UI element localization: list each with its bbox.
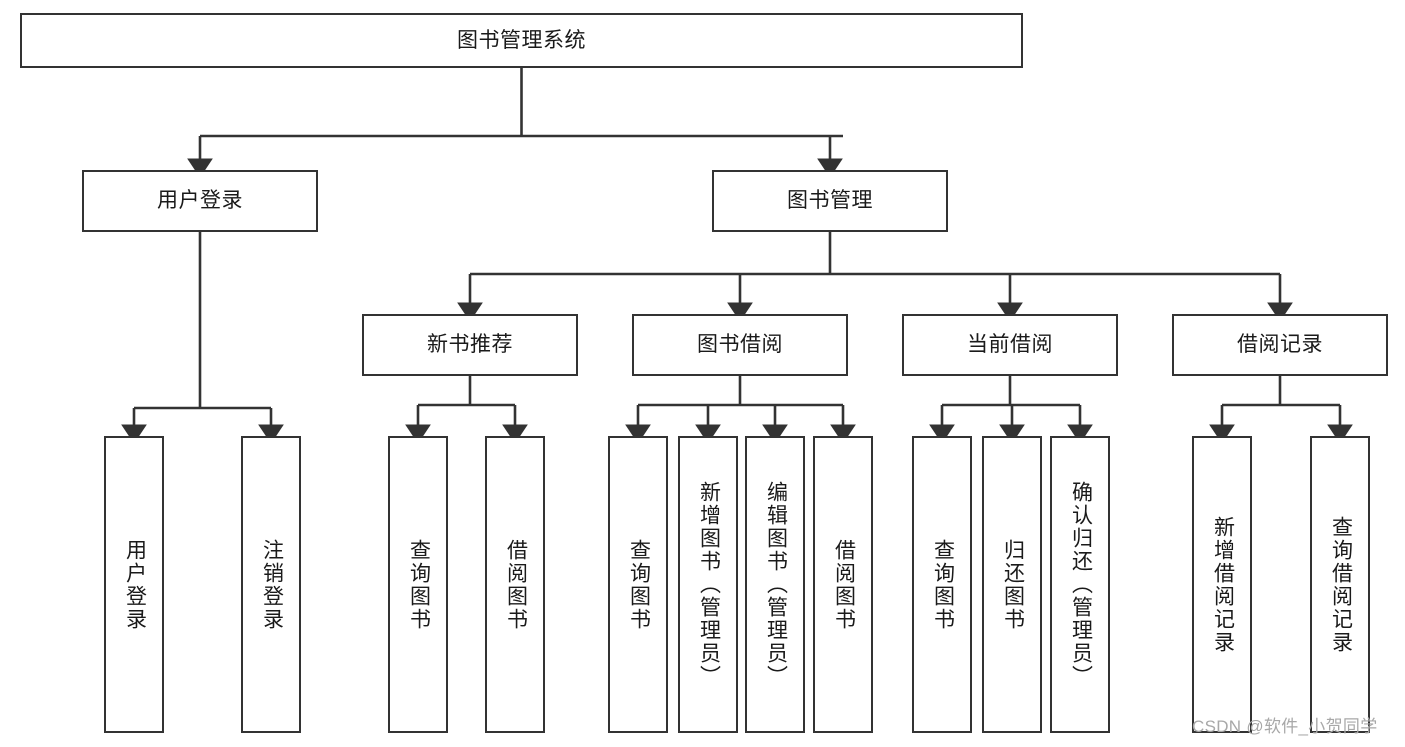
node-label: 借阅记录 bbox=[1237, 333, 1323, 357]
node-label: 归还图书 bbox=[1001, 538, 1025, 631]
leaf-borrow-book-newbook[interactable]: 借阅图书 bbox=[485, 436, 545, 733]
node-label: 图书管理系统 bbox=[457, 28, 586, 52]
node-label: 查询图书 bbox=[627, 538, 651, 631]
node-label: 图书管理 bbox=[787, 189, 873, 213]
node-label: 注销登录 bbox=[260, 538, 284, 631]
node-label: 用户登录 bbox=[123, 538, 147, 631]
node-label: 新书推荐 bbox=[427, 333, 513, 357]
node-label: 确认归还（管理员） bbox=[1069, 481, 1093, 688]
csdn-watermark: CSDN @软件_小贺同学 bbox=[1192, 717, 1378, 736]
node-label: 新增借阅记录 bbox=[1211, 515, 1235, 654]
node-borrowing-record[interactable]: 借阅记录 bbox=[1172, 314, 1388, 376]
node-root-system[interactable]: 图书管理系统 bbox=[20, 13, 1023, 68]
node-user-login[interactable]: 用户登录 bbox=[82, 170, 318, 232]
node-label: 查询图书 bbox=[931, 538, 955, 631]
node-label: 借阅图书 bbox=[832, 538, 856, 631]
leaf-edit-book-admin[interactable]: 编辑图书（管理员） bbox=[745, 436, 805, 733]
leaf-return-book[interactable]: 归还图书 bbox=[982, 436, 1042, 733]
node-book-borrowing[interactable]: 图书借阅 bbox=[632, 314, 848, 376]
node-new-book-recommendation[interactable]: 新书推荐 bbox=[362, 314, 578, 376]
leaf-confirm-return-admin[interactable]: 确认归还（管理员） bbox=[1050, 436, 1110, 733]
node-label: 当前借阅 bbox=[967, 333, 1053, 357]
node-label: 用户登录 bbox=[157, 189, 243, 213]
leaf-query-book-current[interactable]: 查询图书 bbox=[912, 436, 972, 733]
node-label: 新增图书（管理员） bbox=[697, 481, 721, 688]
leaf-add-book-admin[interactable]: 新增图书（管理员） bbox=[678, 436, 738, 733]
leaf-query-book-newbook[interactable]: 查询图书 bbox=[388, 436, 448, 733]
node-label: 借阅图书 bbox=[504, 538, 528, 631]
node-label: 查询图书 bbox=[407, 538, 431, 631]
node-label: 查询借阅记录 bbox=[1329, 515, 1353, 654]
node-label: 编辑图书（管理员） bbox=[764, 481, 788, 688]
leaf-user-login[interactable]: 用户登录 bbox=[104, 436, 164, 733]
node-label: 图书借阅 bbox=[697, 333, 783, 357]
leaf-query-borrowing-record[interactable]: 查询借阅记录 bbox=[1310, 436, 1370, 733]
leaf-borrow-book-borrow[interactable]: 借阅图书 bbox=[813, 436, 873, 733]
node-current-borrowing[interactable]: 当前借阅 bbox=[902, 314, 1118, 376]
leaf-add-borrowing-record[interactable]: 新增借阅记录 bbox=[1192, 436, 1252, 733]
node-book-management[interactable]: 图书管理 bbox=[712, 170, 948, 232]
leaf-query-book-borrow[interactable]: 查询图书 bbox=[608, 436, 668, 733]
leaf-logout[interactable]: 注销登录 bbox=[241, 436, 301, 733]
